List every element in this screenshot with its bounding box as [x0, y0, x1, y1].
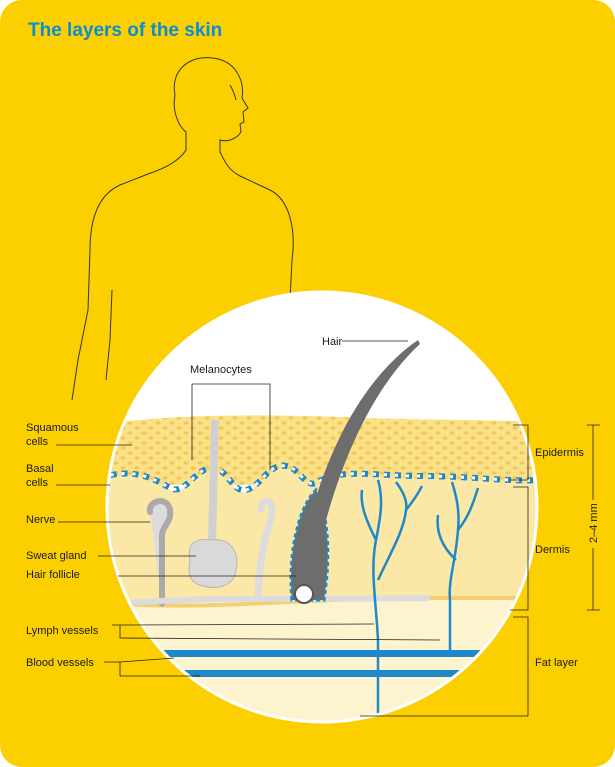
label-basal-1: Basal [26, 463, 54, 475]
hair-shaft [300, 340, 420, 560]
sweat-duct [208, 419, 219, 541]
label-dermis: Dermis [535, 544, 570, 556]
label-fat-layer: Fat layer [535, 657, 578, 669]
human-outline [71, 57, 294, 401]
label-lymph-vessels: Lymph vessels [26, 625, 99, 637]
label-hair-follicle: Hair follicle [26, 569, 80, 581]
sweat-gland [188, 538, 238, 588]
label-squamous-1: Squamous [26, 422, 79, 434]
label-epidermis: Epidermis [535, 447, 584, 459]
label-basal-2: cells [26, 477, 49, 489]
label-nerve: Nerve [26, 514, 55, 526]
blood-vessel-branches [360, 479, 480, 722]
lymph-vessel [107, 650, 537, 657]
label-blood-vessels: Blood vessels [26, 657, 94, 669]
nerve [146, 498, 174, 607]
diagram-title: The layers of the skin [28, 20, 223, 41]
fat-layer [107, 600, 537, 722]
label-hair: Hair [322, 336, 343, 348]
label-squamous-2: cells [26, 436, 49, 448]
label-thickness: 2–4 mm [588, 503, 600, 543]
blood-vessel [107, 670, 537, 677]
leader-lines [56, 340, 600, 717]
label-melanocytes: Melanocytes [190, 364, 252, 376]
label-sweat-gland: Sweat gland [26, 550, 87, 562]
